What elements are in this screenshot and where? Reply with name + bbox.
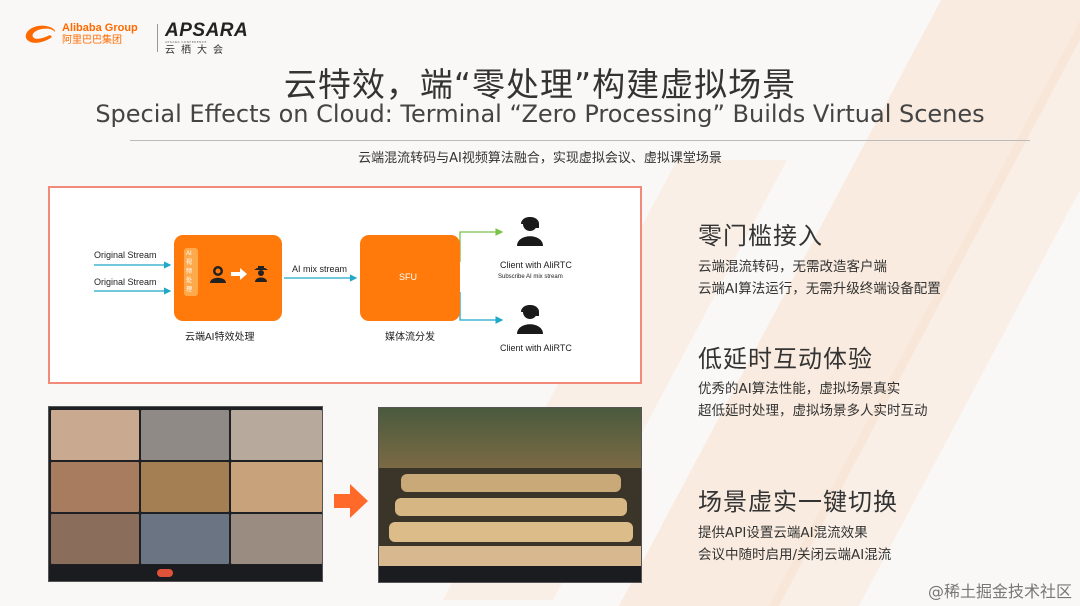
feature-line-1-1: 云端混流转码，无需改造客户端 xyxy=(698,259,887,275)
watermark: @稀土掘金技术社区 xyxy=(927,582,1072,601)
seat-row xyxy=(395,498,627,516)
stage-floor xyxy=(379,546,641,568)
client-label-2: Client with AliRTC xyxy=(500,343,572,353)
page-subtitle: 云端混流转码与AI视频算法融合，实现虚拟会议、虚拟课堂场景 xyxy=(358,151,722,166)
sfu-box xyxy=(360,235,460,321)
subscribe-label: Subscribe AI mix stream xyxy=(498,274,563,280)
page-title-en: Special Effects on Cloud: Terminal “Zero… xyxy=(95,100,985,128)
headset-user-icon-2 xyxy=(517,305,543,334)
video-tile xyxy=(231,410,322,460)
diagram-arrows xyxy=(94,228,504,324)
headset-user-icon-1 xyxy=(517,217,543,246)
sfu-to-client2-arrow xyxy=(459,292,504,324)
meeting-toolbar xyxy=(379,566,641,582)
video-tile xyxy=(141,410,229,460)
virtual-meeting-screenshot xyxy=(378,407,642,583)
end-call-button xyxy=(157,569,173,577)
architecture-diagram: Original Stream Original Stream AI 视频处理 xyxy=(48,186,642,384)
right-arrow-icon xyxy=(231,268,247,280)
client-label-1: Client with AliRTC xyxy=(500,260,572,270)
apsara-sub: APSARA CONFERENCE xyxy=(165,40,207,44)
feature-line-3-2: 会议中随时启用/关闭云端AI混流 xyxy=(698,547,892,563)
feature-line-1-2: 云端AI算法运行，无需升级终端设备配置 xyxy=(698,281,941,297)
mix-stream-label: AI mix stream xyxy=(292,264,348,274)
page-title: 云特效，端“零处理”构建虚拟场景 xyxy=(283,65,797,104)
seat-row xyxy=(401,474,621,492)
feature-line-3-1: 提供API设置云端AI混流效果 xyxy=(698,525,868,541)
meeting-toolbar xyxy=(49,565,322,581)
feature-line-2-2: 超低延时处理，虚拟场景多人实时互动 xyxy=(698,403,928,419)
seat-row xyxy=(389,522,633,542)
alibaba-logo-icon xyxy=(25,25,56,43)
logo-divider xyxy=(157,24,158,52)
sfu-label: SFU xyxy=(399,272,417,282)
alibaba-cn: 阿里巴巴集团 xyxy=(62,34,122,46)
video-tile xyxy=(141,462,229,512)
apsara-en: APSARA xyxy=(165,20,249,41)
transform-arrow-icon xyxy=(334,484,368,518)
sfu-to-client1-arrow xyxy=(459,228,504,262)
ai-effects-caption: 云端AI特效处理 xyxy=(185,332,255,343)
feature-heading-1: 零门槛接入 xyxy=(698,222,823,250)
video-tile xyxy=(231,462,322,512)
video-tile xyxy=(141,514,229,564)
title-divider xyxy=(130,140,1030,141)
person-avatar-icon xyxy=(210,266,226,283)
apsara-cn: 云栖大会 xyxy=(165,45,229,56)
feature-heading-3: 场景虚实一键切换 xyxy=(698,488,898,516)
video-tile xyxy=(51,410,139,460)
feature-heading-2: 低延时互动体验 xyxy=(698,345,873,373)
stream-label-1: Original Stream xyxy=(94,250,157,260)
feature-line-2-1: 优秀的AI算法性能，虚拟场景真实 xyxy=(698,381,901,397)
grid-meeting-screenshot xyxy=(48,406,323,582)
ai-processing-mini-box xyxy=(184,248,198,296)
alibaba-logo: Alibaba Group 阿里巴巴集团 xyxy=(22,22,138,46)
apsara-logo: APSARA APSARA CONFERENCE 云栖大会 xyxy=(165,21,248,56)
cowboy-avatar-icon xyxy=(254,266,268,282)
video-tile xyxy=(51,462,139,512)
virtual-backdrop xyxy=(379,408,641,468)
alibaba-en: Alibaba Group xyxy=(62,21,138,34)
stream-label-2: Original Stream xyxy=(94,277,157,287)
ai-processing-mini-label: AI 视频处理 xyxy=(186,251,193,293)
video-tile xyxy=(51,514,139,564)
video-tile xyxy=(231,514,322,564)
sfu-caption: 媒体流分发 xyxy=(385,332,435,343)
